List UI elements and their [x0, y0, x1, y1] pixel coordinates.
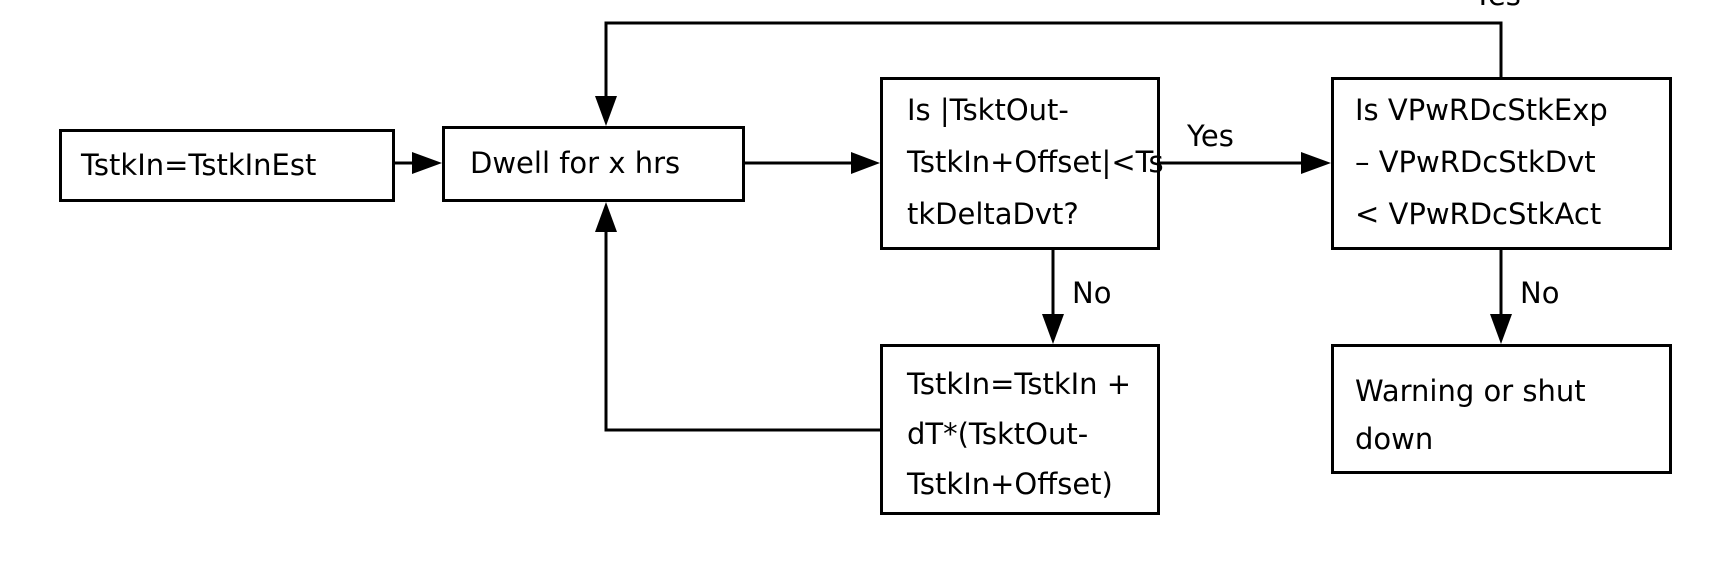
- decision-temperature-line-2: TstkIn+Offset|<Ts: [907, 136, 1157, 188]
- dwell-text: Dwell for x hrs: [470, 143, 742, 183]
- decision-voltage-line-3: < VPwRDcStkAct: [1355, 188, 1669, 240]
- dwell-box: Dwell for x hrs: [442, 126, 745, 202]
- decision-voltage-line-2: – VPwRDcStkDvt: [1355, 136, 1669, 188]
- edge-label-check-yes: Yes: [1187, 119, 1234, 153]
- update-temperature-line-2: dT*(TsktOut-: [907, 409, 1157, 459]
- warning-line-2: down: [1355, 415, 1669, 463]
- decision-temperature-box: Is |TsktOut- TstkIn+Offset|<Ts tkDeltaDv…: [880, 77, 1160, 250]
- warning-box: Warning or shut down: [1331, 344, 1672, 474]
- warning-line-1: Warning or shut: [1355, 367, 1669, 415]
- update-temperature-line-1: TstkIn=TstkIn +: [907, 359, 1157, 409]
- edge-label-check-no: No: [1072, 276, 1111, 310]
- edge-label-vcheck-no: No: [1520, 276, 1559, 310]
- update-temperature-line-3: TstkIn+Offset): [907, 459, 1157, 509]
- init-text: TstkIn=TstkInEst: [81, 145, 392, 185]
- edge-label-vcheck-yes: Yes: [1474, 0, 1521, 12]
- init-box: TstkIn=TstkInEst: [59, 129, 395, 202]
- decision-temperature-line-1: Is |TsktOut-: [907, 84, 1157, 136]
- decision-temperature-line-3: tkDeltaDvt?: [907, 188, 1157, 240]
- arrow-update-loop: [606, 225, 880, 430]
- decision-voltage-box: Is VPwRDcStkExp – VPwRDcStkDvt < VPwRDcS…: [1331, 77, 1672, 250]
- update-temperature-box: TstkIn=TstkIn + dT*(TsktOut- TstkIn+Offs…: [880, 344, 1160, 515]
- decision-voltage-line-1: Is VPwRDcStkExp: [1355, 84, 1669, 136]
